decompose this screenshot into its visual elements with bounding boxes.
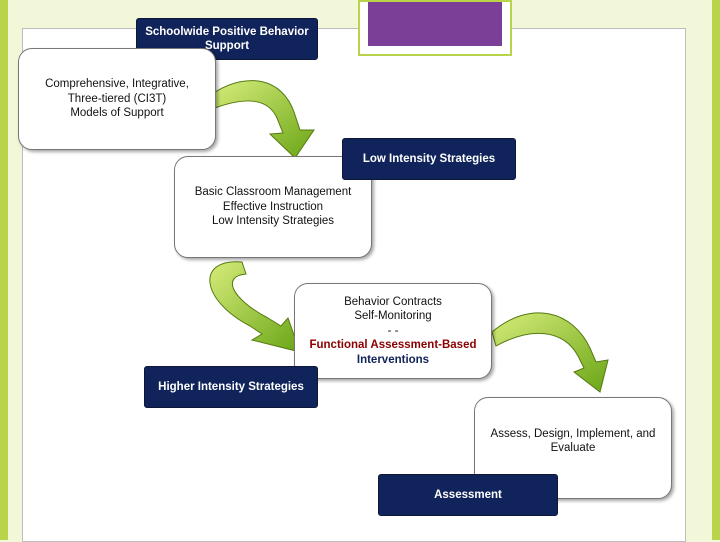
assess-line-2: Evaluate	[550, 442, 596, 454]
comprehensive-line-1: Comprehensive, Integrative,	[45, 78, 189, 91]
behavior-line-4: Functional Assessment-Based	[309, 339, 477, 352]
curved-arrow-3	[491, 312, 609, 393]
behavior-line-3: - -	[387, 324, 399, 337]
comprehensive-line-3: Models of Support	[70, 107, 164, 120]
assessment-label: Assessment	[378, 474, 558, 516]
purple-block	[368, 2, 502, 46]
comprehensive-box: Comprehensive, Integrative, Three-tiered…	[18, 48, 216, 150]
higher-intensity-text: Higher Intensity Strategies	[158, 381, 304, 393]
curved-arrow-2	[209, 261, 301, 353]
schoolwide-label-line-2: Support	[204, 40, 250, 52]
right-accent-stripe	[712, 0, 720, 540]
behavior-line-5: Interventions	[356, 353, 430, 366]
behavior-line-2: Self-Monitoring	[354, 310, 432, 323]
schoolwide-label: Schoolwide Positive Behavior Support	[136, 18, 318, 60]
left-accent-stripe	[0, 0, 8, 540]
behavior-line-1: Behavior Contracts	[344, 295, 442, 308]
comprehensive-line-2: Three-tiered (CI3T)	[67, 92, 167, 105]
assess-line-1: Assess, Design, Implement, and	[490, 427, 656, 440]
decorative-tab	[358, 0, 512, 56]
behavior-strategies-box: Behavior Contracts Self-Monitoring - - F…	[294, 283, 492, 379]
basic-line-3: Low Intensity Strategies	[211, 215, 335, 228]
low-intensity-label: Low Intensity Strategies	[342, 138, 516, 180]
basic-line-1: Basic Classroom Management	[194, 186, 352, 199]
curved-arrow-1	[214, 80, 315, 159]
basic-strategies-box: Basic Classroom Management Effective Ins…	[174, 156, 372, 258]
higher-intensity-label: Higher Intensity Strategies	[144, 366, 318, 408]
schoolwide-label-line-1: Schoolwide Positive Behavior	[145, 26, 309, 38]
low-intensity-text: Low Intensity Strategies	[362, 153, 496, 165]
assessment-text: Assessment	[434, 489, 502, 501]
basic-line-2: Effective Instruction	[222, 200, 324, 213]
